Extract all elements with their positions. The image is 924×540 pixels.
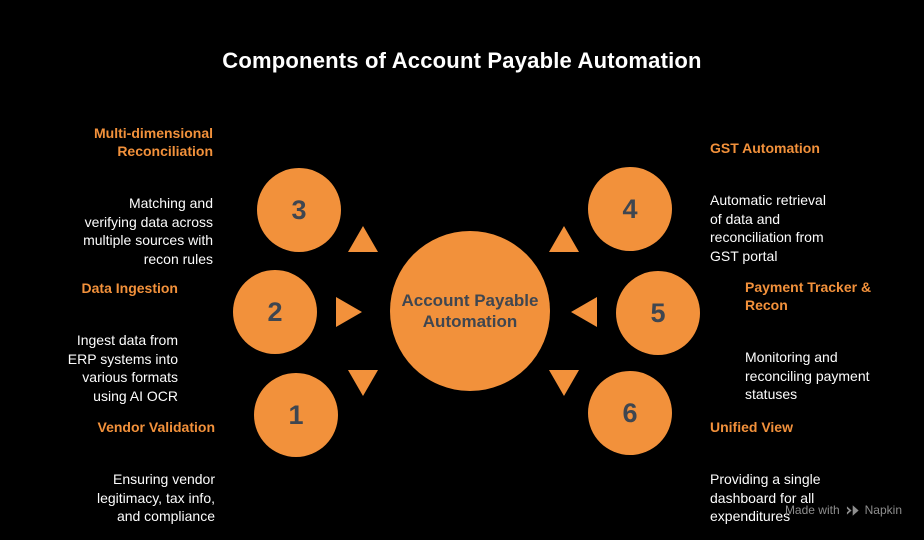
node-block-data-ingestion: Data Ingestion Ingest data from ERP syst…: [8, 261, 178, 423]
node-circle-4: 4: [588, 167, 672, 251]
node-block-multi-dimensional-reconciliation: Multi-dimensional Reconciliation Matchin…: [43, 106, 213, 286]
node-title: Unified View: [710, 419, 793, 435]
node-description: Automatic retrieval of data and reconcil…: [710, 192, 826, 264]
arrow-up-right-icon: [549, 226, 579, 252]
node-block-gst-automation: GST Automation Automatic retrieval of da…: [710, 121, 895, 283]
node-block-vendor-validation: Vendor Validation Ensuring vendor legiti…: [45, 400, 215, 540]
node-number: 5: [650, 297, 666, 328]
node-circle-6: 6: [588, 371, 672, 455]
node-number: 1: [288, 399, 304, 430]
node-circle-2: 2: [233, 270, 317, 354]
node-description: Ensuring vendor legitimacy, tax info, an…: [96, 471, 215, 524]
node-description: Providing a single dashboard for all exp…: [710, 471, 821, 524]
node-number: 4: [622, 193, 638, 224]
arrow-right-icon: [336, 297, 362, 327]
node-circle-5: 5: [616, 271, 700, 355]
node-description: Matching and verifying data across multi…: [83, 195, 213, 267]
napkin-logo-icon: [845, 504, 860, 517]
node-title: GST Automation: [710, 140, 820, 156]
arrow-up-left-icon: [348, 226, 378, 252]
node-number: 2: [267, 296, 283, 327]
node-circle-3: 3: [257, 168, 341, 252]
node-description: Monitoring and reconciling payment statu…: [745, 349, 870, 402]
node-number: 6: [622, 397, 638, 428]
made-with-napkin-badge[interactable]: Made with Napkin: [785, 503, 902, 517]
node-block-unified-view: Unified View Providing a single dashboar…: [710, 400, 895, 540]
arrow-left-icon: [571, 297, 597, 327]
center-circle: Account Payable Automation: [390, 231, 550, 391]
node-title: Data Ingestion: [81, 280, 178, 296]
arrow-down-right-icon: [549, 370, 579, 396]
made-with-label: Made with: [784, 503, 840, 517]
page-title: Components of Account Payable Automation: [222, 48, 702, 73]
napkin-brand-label: Napkin: [864, 503, 902, 517]
node-title: Multi-dimensional Reconciliation: [94, 125, 213, 159]
center-label: Account Payable Automation: [401, 291, 539, 331]
node-description: Ingest data from ERP systems into variou…: [67, 332, 178, 404]
arrow-down-left-icon: [348, 370, 378, 396]
node-title: Payment Tracker & Recon: [745, 279, 872, 313]
node-number: 3: [291, 194, 307, 225]
node-circle-1: 1: [254, 373, 338, 457]
node-title: Vendor Validation: [97, 419, 215, 435]
node-block-payment-tracker-recon: Payment Tracker & Recon Monitoring and r…: [745, 260, 924, 422]
